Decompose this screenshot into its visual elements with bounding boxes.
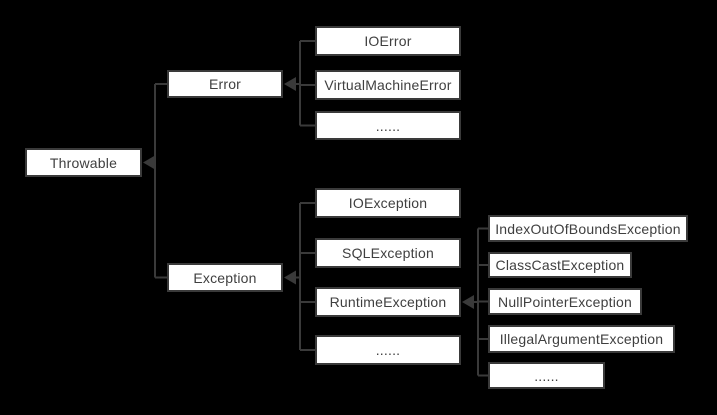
- node-label-throwable: Throwable: [49, 154, 118, 171]
- arrowhead-to-runtimeexception: [462, 295, 474, 309]
- node-nullpointer: NullPointerException: [488, 288, 642, 315]
- node-label-exception-ellipsis: ......: [375, 342, 401, 358]
- node-ioerror: IOError: [315, 26, 461, 56]
- arrowhead-to-throwable: [143, 155, 155, 170]
- node-label-sqlexception: SQLException: [342, 245, 434, 261]
- node-label-ioerror: IOError: [364, 33, 412, 49]
- arrowhead-to-error: [284, 77, 296, 91]
- connector-group-exception: [284, 202, 315, 351]
- node-exception-ellipsis: ......: [315, 335, 461, 365]
- node-sqlexception: SQLException: [315, 238, 461, 268]
- node-label-ioexception: IOException: [348, 195, 428, 211]
- node-label-nullpointer: NullPointerException: [498, 293, 632, 310]
- node-error-ellipsis: ......: [315, 111, 461, 140]
- connector-group-error: [284, 40, 315, 127]
- node-classcast: ClassCastException: [488, 252, 632, 278]
- node-illegalargument: IllegalArgumentException: [488, 325, 675, 353]
- node-label-virtualmachineerror: VirtualMachineError: [324, 77, 452, 93]
- node-label-error: Error: [208, 76, 242, 92]
- node-label-illegalargument: IllegalArgumentException: [499, 331, 664, 347]
- node-error: Error: [167, 70, 283, 98]
- node-exception: Exception: [167, 263, 283, 292]
- node-throwable: Throwable: [25, 148, 142, 177]
- node-virtualmachineerror: VirtualMachineError: [315, 70, 461, 100]
- node-runtime-ellipsis: ......: [488, 362, 605, 389]
- node-label-runtimeexception: RuntimeException: [329, 294, 447, 310]
- node-indexoutofbounds: IndexOutOfBoundsException: [488, 215, 688, 242]
- connector-group-throwable: [143, 83, 167, 279]
- node-runtimeexception: RuntimeException: [315, 287, 461, 317]
- node-label-error-ellipsis: ......: [375, 117, 401, 134]
- node-label-indexoutofbounds: IndexOutOfBoundsException: [495, 220, 681, 237]
- node-ioexception: IOException: [315, 188, 461, 218]
- node-label-exception: Exception: [193, 269, 257, 286]
- connector-group-runtimeexception: [462, 227, 488, 377]
- node-label-runtime-ellipsis: ......: [534, 367, 559, 384]
- arrowhead-to-exception: [284, 270, 296, 285]
- node-label-classcast: ClassCastException: [495, 257, 625, 273]
